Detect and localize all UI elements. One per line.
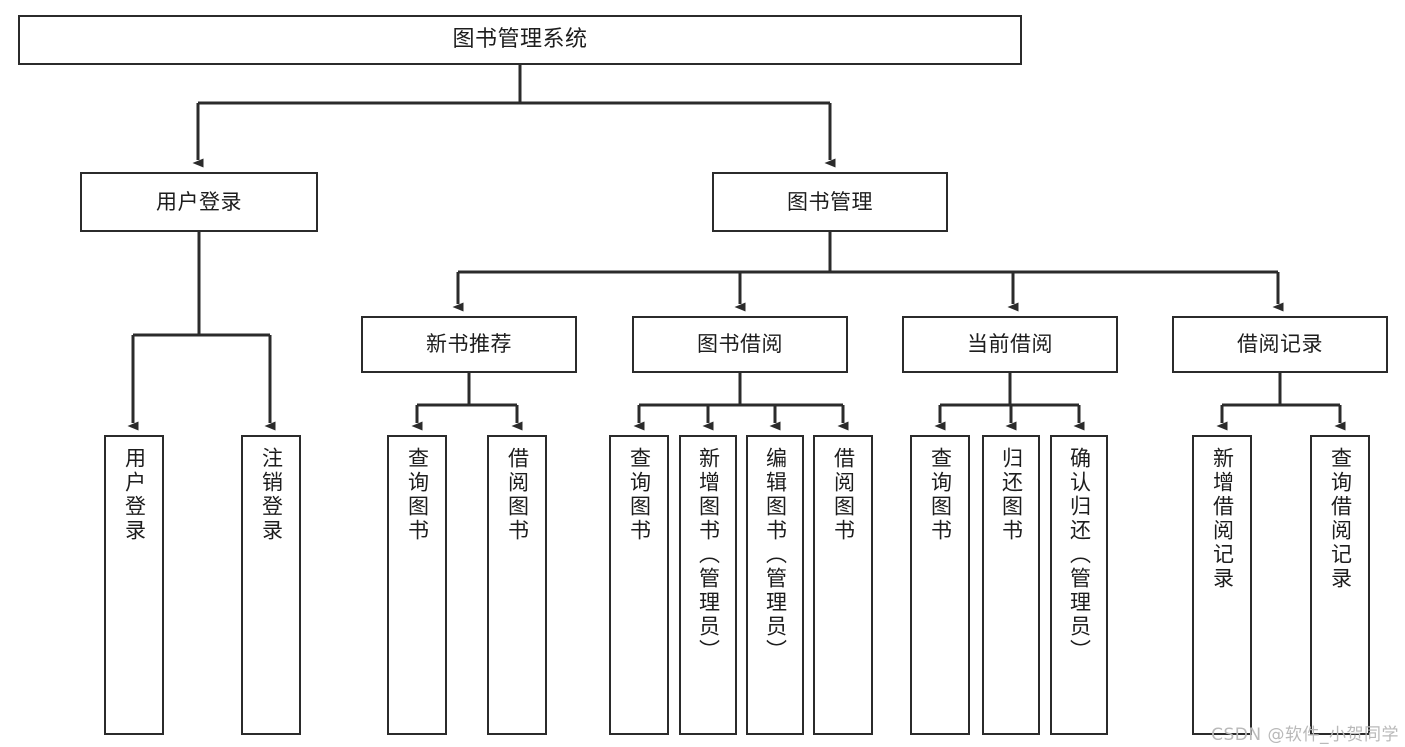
node-book-manage-label: 图书管理	[787, 189, 873, 214]
node-leaf-query-record[interactable]: 查询借阅记录	[1310, 435, 1370, 735]
node-root-label: 图书管理系统	[452, 27, 588, 53]
node-leaf-edit-book[interactable]: 编辑图书（管理员）	[746, 435, 804, 735]
node-leaf-logout-label: 注销登录	[259, 447, 284, 543]
node-book-borrow-label: 图书借阅	[697, 332, 783, 357]
node-new-book-rec[interactable]: 新书推荐	[361, 316, 577, 373]
node-leaf-query-record-label: 查询借阅记录	[1328, 447, 1353, 591]
node-user-login-label: 用户登录	[156, 189, 242, 214]
node-borrow-record[interactable]: 借阅记录	[1172, 316, 1388, 373]
node-leaf-query-book-rec[interactable]: 查询图书	[387, 435, 447, 735]
node-leaf-add-book[interactable]: 新增图书（管理员）	[679, 435, 737, 735]
node-leaf-borrow-book-rec[interactable]: 借阅图书	[487, 435, 547, 735]
node-book-borrow[interactable]: 图书借阅	[632, 316, 848, 373]
node-current-borrow[interactable]: 当前借阅	[902, 316, 1118, 373]
node-user-login[interactable]: 用户登录	[80, 172, 318, 232]
watermark: CSDN @软件_小贺同学	[1211, 725, 1399, 745]
node-book-manage[interactable]: 图书管理	[712, 172, 948, 232]
node-leaf-borrow-book-bb[interactable]: 借阅图书	[813, 435, 873, 735]
node-leaf-return-book[interactable]: 归还图书	[982, 435, 1040, 735]
node-leaf-user-login-label: 用户登录	[122, 447, 147, 543]
node-leaf-borrow-book-bb-label: 借阅图书	[831, 447, 856, 543]
node-leaf-borrow-book-rec-label: 借阅图书	[505, 447, 530, 543]
node-leaf-query-book-bb[interactable]: 查询图书	[609, 435, 669, 735]
node-current-borrow-label: 当前借阅	[967, 332, 1053, 357]
node-leaf-confirm-return-label: 确认归还（管理员）	[1067, 447, 1092, 663]
node-leaf-return-book-label: 归还图书	[999, 447, 1024, 543]
node-root[interactable]: 图书管理系统	[18, 15, 1022, 65]
node-leaf-add-record[interactable]: 新增借阅记录	[1192, 435, 1252, 735]
node-leaf-edit-book-label: 编辑图书（管理员）	[763, 447, 788, 663]
node-new-book-rec-label: 新书推荐	[426, 332, 512, 357]
node-leaf-query-book-cb[interactable]: 查询图书	[910, 435, 970, 735]
node-leaf-add-book-label: 新增图书（管理员）	[696, 447, 721, 663]
node-leaf-query-book-rec-label: 查询图书	[405, 447, 430, 543]
node-leaf-query-book-bb-label: 查询图书	[627, 447, 652, 543]
node-leaf-query-book-cb-label: 查询图书	[928, 447, 953, 543]
node-leaf-user-login[interactable]: 用户登录	[104, 435, 164, 735]
node-leaf-add-record-label: 新增借阅记录	[1210, 447, 1235, 591]
node-leaf-confirm-return[interactable]: 确认归还（管理员）	[1050, 435, 1108, 735]
node-borrow-record-label: 借阅记录	[1237, 332, 1323, 357]
node-leaf-logout[interactable]: 注销登录	[241, 435, 301, 735]
